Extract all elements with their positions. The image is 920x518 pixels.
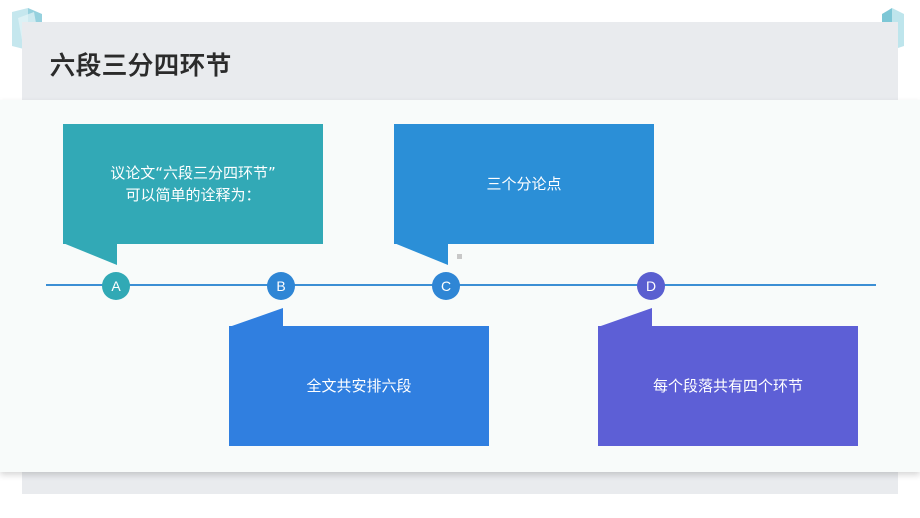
slide-title: 六段三分四环节: [50, 51, 233, 80]
timeline-node-a: A: [102, 272, 130, 300]
callout-box-a: 议论文“六段三分四环节” 可以简单的诠释为：: [63, 124, 323, 244]
callout-text-d: 每个段落共有四个环节: [652, 377, 803, 395]
marker-dot: [457, 254, 462, 259]
callout-text-b: 全文共安排六段: [306, 377, 412, 395]
timeline-line: [46, 284, 876, 286]
timeline-node-c: C: [432, 272, 460, 300]
callout-text-a: 议论文“六段三分四环节” 可以简单的诠释为：: [110, 164, 276, 204]
callout-box-c: 三个分论点: [394, 124, 654, 244]
callout-tail-b: [229, 308, 283, 327]
callout-text-c: 三个分论点: [486, 175, 562, 193]
timeline-node-d: D: [637, 272, 665, 300]
footer-band: [22, 470, 898, 494]
timeline-node-b: B: [267, 272, 295, 300]
callout-box-d: 每个段落共有四个环节: [598, 326, 858, 446]
callout-box-b: 全文共安排六段: [229, 326, 489, 446]
header-band: [22, 22, 898, 100]
callout-tail-a: [63, 243, 117, 265]
callout-tail-c: [394, 243, 448, 265]
callout-tail-d: [598, 308, 652, 327]
